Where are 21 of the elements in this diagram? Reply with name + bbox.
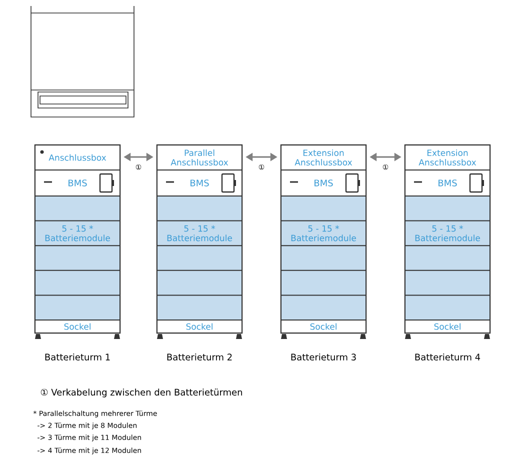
bms-unit: BMS [156,170,242,196]
base-plinth: Sockel [404,320,490,334]
connection-box: Extension Anschlussbox [404,144,490,170]
bms-unit: BMS [280,170,366,196]
tower-caption: Batterieturm 4 [415,354,480,360]
connection-box: Extension Anschlussbox [280,144,366,170]
tower-caption: Batterieturm 2 [167,354,232,360]
tower-caption: Batterieturm 1 [45,354,110,360]
base-plinth: Sockel [156,320,242,334]
tower-caption: Batterieturm 3 [291,354,356,360]
note-text: ① Verkabelung zwischen den Batterietürmen [40,388,242,398]
battery-modules: 5 - 15 * Batteriemodule [404,196,490,320]
base-plinth: Sockel [280,320,366,334]
battery-modules: 5 - 15 * Batteriemodule [280,196,366,320]
connection-box: Anschlussbox [34,144,120,170]
base-plinth: Sockel [34,320,120,334]
connection-box: Parallel Anschlussbox [156,144,242,170]
bms-unit: BMS [404,170,490,196]
bms-unit: BMS [34,170,120,196]
battery-modules: 5 - 15 * Batteriemodule [156,196,242,320]
battery-modules: 5 - 15 * Batteriemodule [34,196,120,320]
